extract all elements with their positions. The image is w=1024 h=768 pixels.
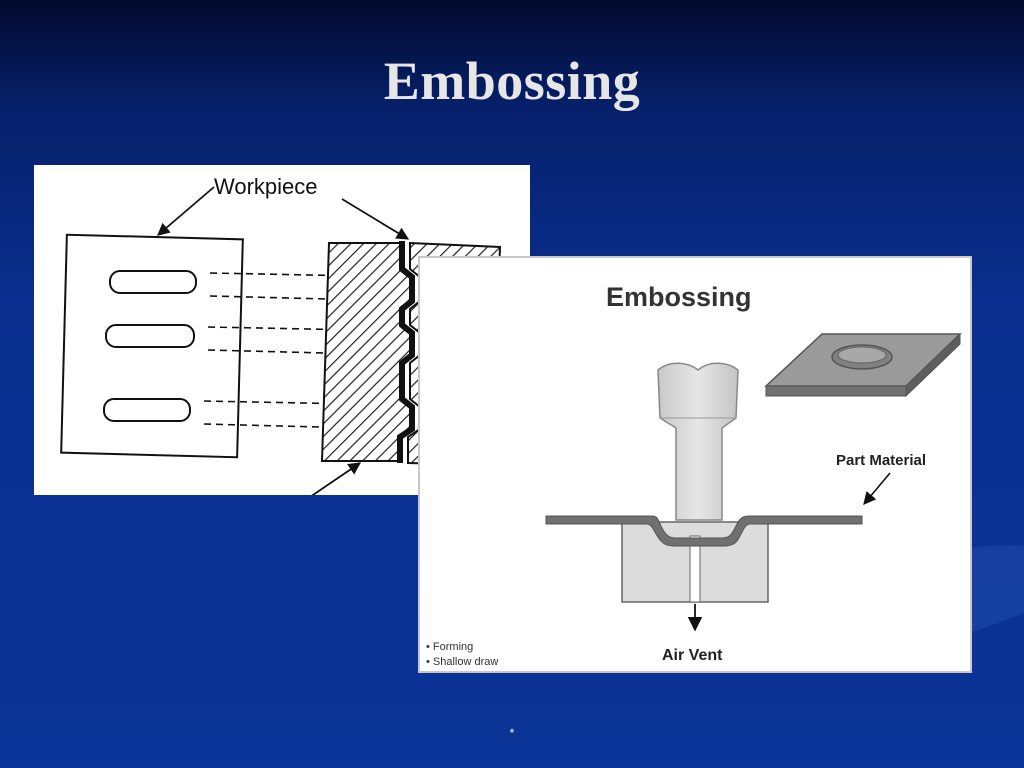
part-material-sheet: [545, 515, 863, 547]
process-title: Embossing: [606, 282, 752, 312]
sheet-slot-2: [105, 324, 195, 348]
air-vent-channel: [689, 535, 701, 603]
die-leader-left: [311, 462, 362, 495]
punch: [657, 362, 739, 521]
air-vent-label: Air Vent: [662, 647, 723, 664]
slide-title: Embossing: [383, 51, 641, 111]
workpiece-label: Workpiece: [214, 174, 318, 199]
workpiece-leader-left: [157, 186, 215, 236]
note-shallow-draw: • Shallow draw: [426, 656, 498, 668]
part-material-label: Part Material: [836, 452, 926, 469]
sheet-slot-1: [109, 270, 197, 294]
embossing-process-diagram: Embossing Part Material Air Vent • Formi…: [426, 282, 962, 668]
footer-mark: *: [509, 726, 515, 740]
finished-part-front: [765, 385, 907, 397]
workpiece-leader-right: [341, 198, 410, 240]
part-material-leader: [863, 472, 891, 505]
embossing-process-panel: Embossing Part Material Air Vent • Formi…: [418, 256, 972, 673]
note-forming: • Forming: [426, 641, 473, 653]
finished-part-side: [905, 332, 961, 398]
sheet-slot-3: [103, 398, 191, 422]
left-die: [320, 242, 413, 462]
embossed-sheet: [397, 241, 415, 463]
